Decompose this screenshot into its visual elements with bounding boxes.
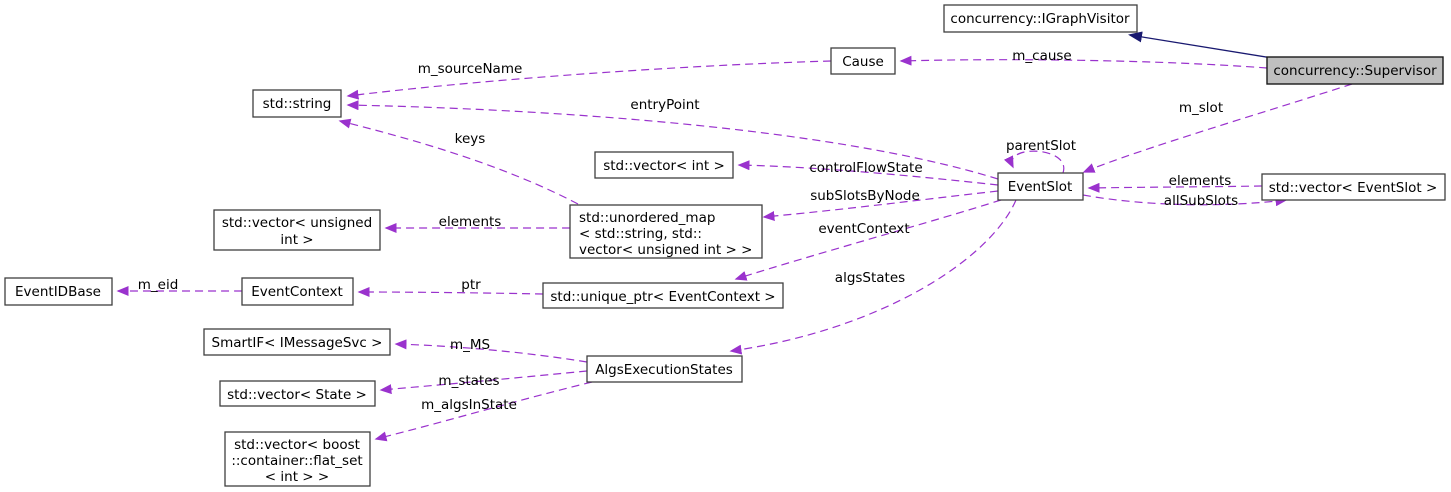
edge-label-elements-eventslot: elements — [1169, 173, 1232, 189]
node-eventidbase-label: EventIDBase — [15, 284, 101, 300]
edge-m-algsinstate — [374, 381, 593, 442]
edge-subslotsbynode — [762, 190, 999, 222]
node-igraphvisitor[interactable]: concurrency::IGraphVisitor — [943, 4, 1138, 33]
edge-allsubslots — [1082, 194, 1288, 207]
node-algsexecutionstates-label: AlgsExecutionStates — [595, 362, 733, 378]
node-igraphvisitor-box — [943, 4, 1138, 33]
node-vector-flat-set-line3: < int > > — [265, 469, 329, 485]
edge-label-ptr: ptr — [461, 277, 481, 293]
node-vector-unsigned-int-line2: int > — [280, 232, 313, 248]
edge-label-m-cause: m_cause — [1012, 48, 1072, 64]
node-eventcontext-label: EventContext — [251, 284, 343, 300]
node-vector-flat-set-box — [224, 431, 371, 487]
node-eventidbase-box — [4, 277, 113, 306]
node-algsexecutionstates-box — [586, 355, 743, 383]
node-vector-flat-set[interactable]: std::vector< boost ::container::flat_set… — [224, 431, 371, 487]
node-supervisor-box — [1266, 56, 1444, 85]
node-unordered-map-line2: < std::string, std:: — [579, 226, 702, 242]
node-std-string[interactable]: std::string — [252, 89, 342, 118]
edge-eventcontext — [734, 199, 1002, 281]
node-supervisor[interactable]: concurrency::Supervisor — [1266, 56, 1444, 85]
edge-label-controlflowstate: controlFlowState — [809, 160, 922, 176]
node-unordered-map-line3: vector< unsigned int > > — [579, 242, 752, 258]
node-unordered-map-line1: std::unordered_map — [579, 210, 715, 226]
edge-label-eventcontext: eventContext — [818, 221, 909, 237]
node-vector-eventslot-label: std::vector< EventSlot > — [1269, 180, 1438, 196]
node-vector-eventslot-box — [1261, 173, 1446, 201]
nodes: concurrency::IGraphVisitor concurrency::… — [4, 4, 1446, 487]
node-unordered-map-box — [569, 204, 763, 259]
edge-elements-vector-eventslot — [1087, 182, 1263, 193]
node-vector-unsigned-int[interactable]: std::vector< unsigned int > — [213, 209, 381, 251]
node-smartif-imessagesvc-box — [203, 328, 391, 356]
edge-label-parentslot: parentSlot — [1006, 138, 1076, 154]
edge-label-m-states: m_states — [438, 373, 499, 389]
node-supervisor-label: concurrency::Supervisor — [1273, 63, 1437, 79]
node-smartif-imessagesvc[interactable]: SmartIF< IMessageSvc > — [203, 328, 391, 356]
node-eventidbase[interactable]: EventIDBase — [4, 277, 113, 306]
node-std-string-box — [252, 89, 342, 118]
edge-labels: m_sourceName entryPoint keys m_cause m_s… — [138, 48, 1238, 413]
node-unique-ptr-eventcontext[interactable]: std::unique_ptr< EventContext > — [542, 282, 784, 309]
node-vector-flat-set-line2: ::container::flat_set — [231, 453, 362, 469]
node-algsexecutionstates[interactable]: AlgsExecutionStates — [586, 355, 743, 383]
node-vector-state-label: std::vector< State > — [227, 387, 367, 403]
node-smartif-imessagesvc-label: SmartIF< IMessageSvc > — [212, 335, 383, 351]
node-vector-state-box — [219, 380, 376, 407]
node-vector-int[interactable]: std::vector< int > — [594, 151, 734, 179]
edge-inheritance-igraphvisitor — [1128, 31, 1273, 59]
edge-keys — [338, 118, 579, 205]
edge-m-ms — [394, 339, 588, 363]
edge-parentslot — [1003, 150, 1065, 174]
node-vector-eventslot[interactable]: std::vector< EventSlot > — [1261, 173, 1446, 201]
edge-label-m-slot: m_slot — [1179, 100, 1223, 116]
node-std-string-label: std::string — [263, 96, 332, 112]
edge-m-slot — [1082, 83, 1353, 173]
node-eventslot-label: EventSlot — [1008, 179, 1073, 195]
edge-label-m-ms: m_MS — [450, 337, 490, 353]
node-vector-unsigned-int-box — [213, 209, 381, 251]
node-unordered-map[interactable]: std::unordered_map < std::string, std:: … — [569, 204, 763, 259]
edge-label-keys: keys — [455, 131, 486, 147]
edge-controlflowstate — [737, 160, 999, 186]
edge-m-cause — [899, 55, 1268, 69]
node-unique-ptr-eventcontext-box — [542, 282, 784, 309]
edge-label-entrypoint: entryPoint — [630, 97, 699, 113]
node-eventcontext[interactable]: EventContext — [241, 277, 354, 306]
edge-algsstates — [729, 199, 1017, 355]
edge-label-algsstates: algsStates — [835, 270, 905, 286]
edge-ptr — [357, 287, 544, 298]
node-cause-label: Cause — [842, 54, 884, 70]
node-eventcontext-box — [241, 277, 354, 306]
node-vector-int-label: std::vector< int > — [603, 158, 725, 174]
node-unique-ptr-eventcontext-label: std::unique_ptr< EventContext > — [550, 289, 775, 305]
node-vector-state[interactable]: std::vector< State > — [219, 380, 376, 407]
edges — [116, 31, 1353, 442]
edge-m-sourcename — [346, 60, 832, 100]
edge-label-elements-unsigned: elements — [439, 214, 502, 230]
node-vector-flat-set-line1: std::vector< boost — [234, 437, 360, 453]
edge-label-subslotsbynode: subSlotsByNode — [810, 188, 920, 204]
node-cause[interactable]: Cause — [830, 47, 896, 75]
node-vector-int-box — [594, 151, 734, 179]
node-vector-unsigned-int-line1: std::vector< unsigned — [222, 215, 372, 231]
edge-label-m-algsinstate: m_algsInState — [421, 397, 517, 413]
node-eventslot[interactable]: EventSlot — [997, 172, 1084, 201]
edge-label-m-eid: m_eid — [138, 277, 179, 293]
node-eventslot-box — [997, 172, 1084, 201]
node-cause-box — [830, 47, 896, 75]
edge-label-m-sourcename: m_sourceName — [418, 61, 523, 77]
edge-label-allsubslots: allSubSlots — [1164, 193, 1238, 209]
node-igraphvisitor-label: concurrency::IGraphVisitor — [950, 11, 1130, 27]
edge-entrypoint — [346, 100, 999, 180]
